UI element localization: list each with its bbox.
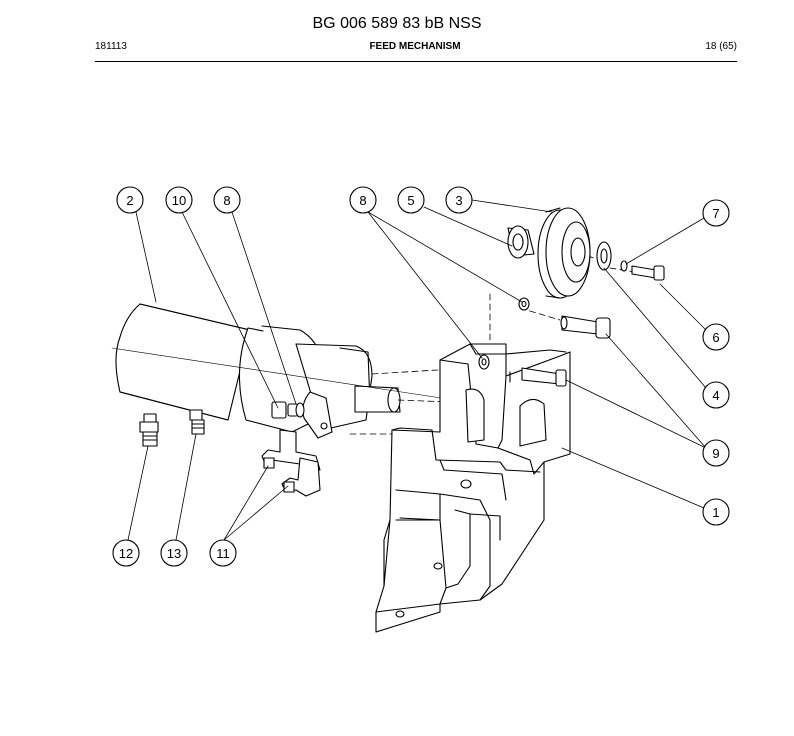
callout-13: 13: [160, 539, 188, 567]
callout-12: 12: [112, 539, 140, 567]
callout-6: 6: [702, 323, 730, 351]
hydraulic-motor: [115, 303, 401, 439]
motor-fittings: [271, 401, 305, 419]
svg-text:1: 1: [712, 505, 719, 520]
stud-bolts: [521, 315, 611, 387]
svg-text:11: 11: [216, 546, 230, 561]
date-code: 181113: [95, 41, 127, 52]
header-rule: [95, 61, 737, 62]
svg-text:12: 12: [119, 546, 133, 561]
elbow-fittings: [261, 429, 321, 497]
page-number: 18 (65): [705, 41, 737, 52]
svg-text:6: 6: [712, 330, 719, 345]
callout-7: 7: [702, 199, 730, 227]
callout-1: 1: [702, 498, 730, 526]
section-title: FEED MECHANISM: [369, 41, 461, 52]
fitting-13: [189, 409, 205, 435]
fitting-12: [139, 413, 159, 447]
callout-10: 10: [165, 186, 193, 214]
svg-text:7: 7: [712, 206, 719, 221]
svg-text:9: 9: [712, 446, 719, 461]
callout-2: 2: [116, 186, 144, 214]
callout-8-left: 8: [213, 186, 241, 214]
spacer-5: [507, 225, 535, 259]
callout-8-right: 8: [349, 186, 377, 214]
pulley-3: [537, 207, 591, 299]
callout-4: 4: [702, 381, 730, 409]
callout-5: 5: [397, 186, 425, 214]
washer-4: [596, 241, 612, 271]
callout-9: 9: [702, 439, 730, 467]
svg-text:13: 13: [167, 546, 181, 561]
svg-text:2: 2: [126, 193, 133, 208]
bolt-6: [620, 260, 665, 281]
leader-lines: [127, 199, 707, 541]
mounting-bracket: [375, 343, 571, 633]
callout-3: 3: [445, 186, 473, 214]
svg-text:5: 5: [407, 193, 414, 208]
washers-8: [478, 297, 530, 370]
svg-text:3: 3: [455, 193, 462, 208]
callout-11: 11: [209, 539, 237, 567]
svg-text:8: 8: [223, 193, 230, 208]
svg-text:8: 8: [359, 193, 366, 208]
svg-text:10: 10: [172, 193, 186, 208]
document-id: BG 006 589 83 bB NSS: [312, 15, 482, 32]
svg-text:4: 4: [712, 388, 719, 403]
